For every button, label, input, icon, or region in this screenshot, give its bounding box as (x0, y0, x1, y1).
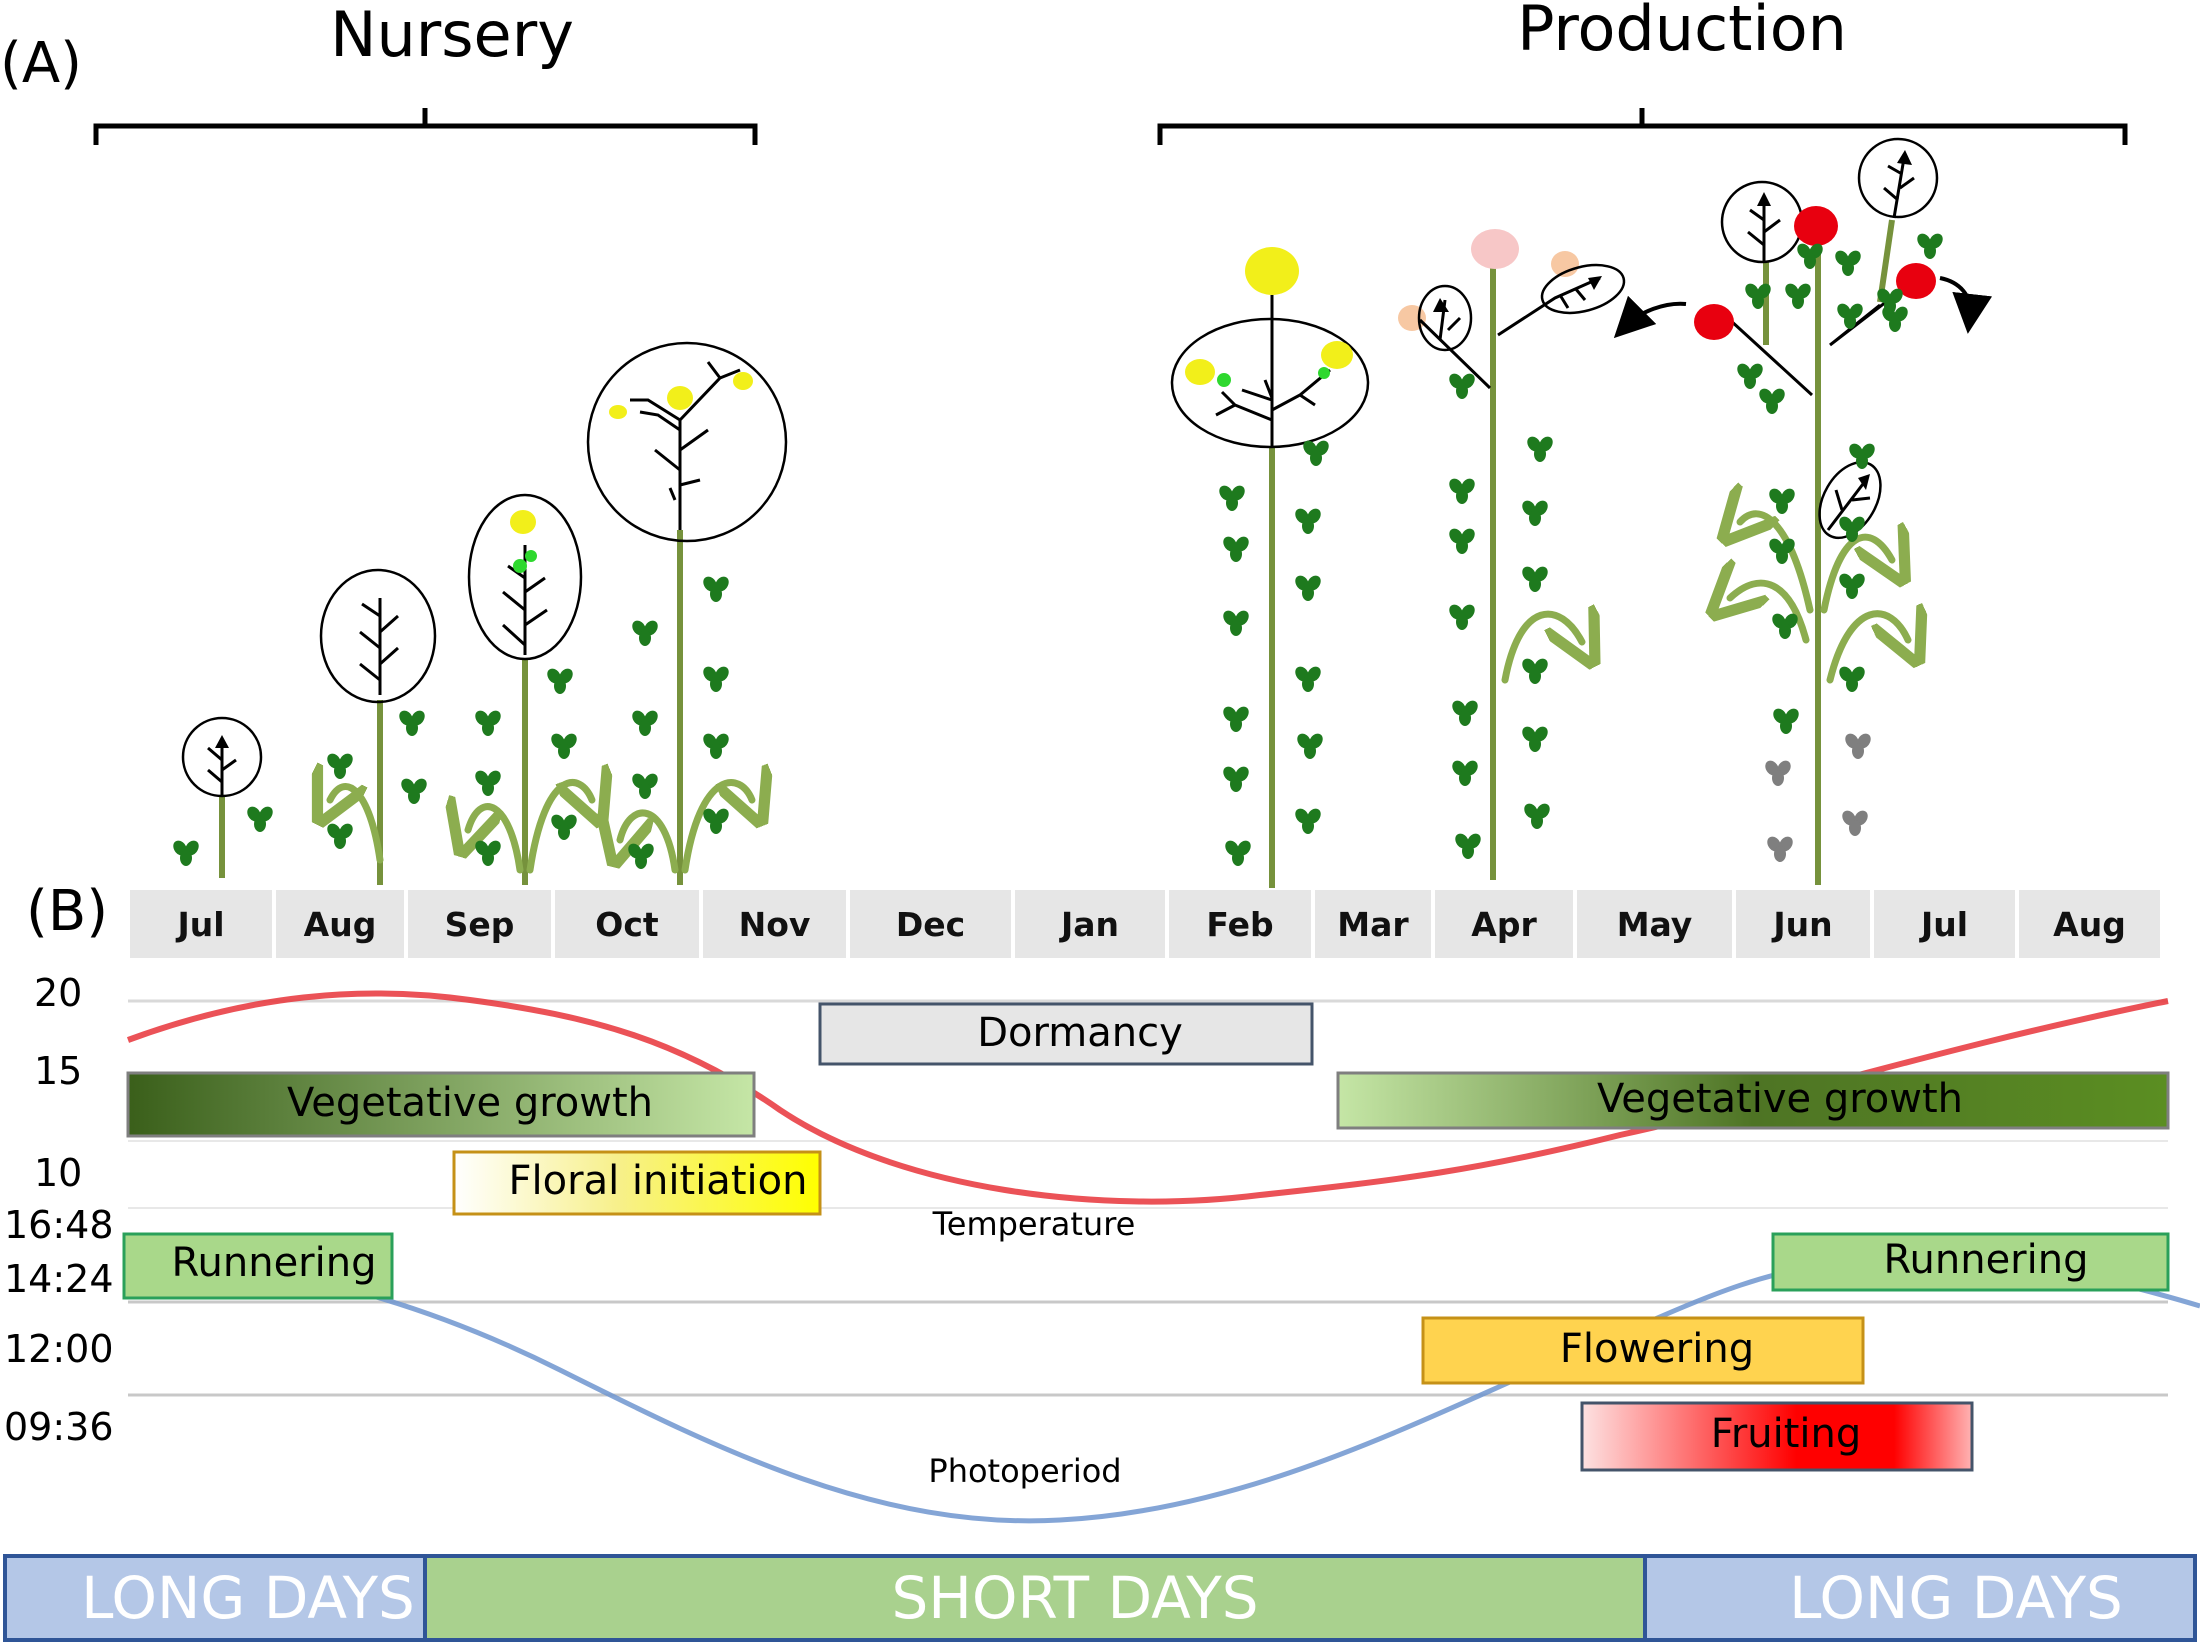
month-cell (850, 890, 1011, 958)
phase-veg1-label: Vegetative growth (287, 1080, 653, 1126)
phase-flowering-label: Flowering (1560, 1326, 1754, 1372)
plant-aug (321, 568, 437, 885)
plant-apr (1398, 229, 1626, 880)
panel-b-label: (B) (26, 879, 108, 944)
phase-dormancy: Dormancy (818, 1002, 1314, 1066)
temperature-label: Temperature (932, 1205, 1136, 1243)
month-label: Aug (304, 905, 377, 944)
month-label: Mar (1337, 905, 1409, 944)
month-cell (1169, 890, 1311, 958)
plant-jun (1613, 137, 1993, 885)
month-label: Jul (175, 905, 224, 944)
photoperiod-label: Photoperiod (928, 1452, 1121, 1490)
month-cell (1015, 890, 1165, 958)
phase-runnering-nursery: Runnering (122, 1232, 394, 1300)
month-cell (2019, 890, 2160, 958)
plant-oct (586, 341, 788, 885)
month-label: Oct (595, 905, 659, 944)
phase-run2-label: Runnering (1884, 1237, 2089, 1283)
month-label: Feb (1206, 905, 1273, 944)
phase-floral-initiation: Floral initiation (452, 1150, 822, 1216)
band-short-days (423, 1554, 1647, 1642)
phase-veg2-label: Vegetative growth (1597, 1076, 1963, 1122)
month-cell (1874, 890, 2015, 958)
day-length-bar: LONG DAYS SHORT DAYS LONG DAYS (3, 1554, 2197, 1642)
month-cell (1315, 890, 1431, 958)
y-ticks: 20 15 10 16:48 14:24 12:00 09:36 (4, 971, 114, 1449)
phase-flowering: Flowering (1421, 1316, 1865, 1385)
month-label: May (1617, 905, 1693, 944)
month-cell (1736, 890, 1870, 958)
tick-photo-1648: 16:48 (4, 1203, 114, 1247)
month-label: Apr (1471, 905, 1537, 944)
phase-vegetative-growth-production: Vegetative growth (1336, 1071, 2170, 1130)
month-label: Dec (896, 905, 965, 944)
phase-fruiting-label: Fruiting (1711, 1411, 1862, 1457)
band-long-days-1 (3, 1554, 427, 1642)
band-long-days-1-label: LONG DAYS (81, 1564, 415, 1632)
tick-photo-1200: 12:00 (4, 1327, 114, 1371)
month-label: Sep (445, 905, 515, 944)
month-cell (555, 890, 699, 958)
band-long-days-2 (1643, 1554, 2197, 1642)
month-cell (408, 890, 551, 958)
phase-dormancy-label: Dormancy (977, 1010, 1183, 1056)
month-cell (276, 890, 404, 958)
tick-photo-1424: 14:24 (4, 1257, 114, 1301)
month-cell (1577, 890, 1732, 958)
plant-feb (1170, 247, 1370, 888)
month-bar: Jul Aug Sep Oct Nov Dec Jan Feb Mar Apr May Jun Jul A… (130, 890, 2160, 958)
panel-a-label: (A) (0, 31, 82, 96)
production-title: Production (1517, 0, 1847, 65)
production-bracket (1157, 108, 2128, 145)
band-short-days-label: SHORT DAYS (891, 1564, 1258, 1632)
tick-photo-0936: 09:36 (4, 1405, 114, 1449)
phase-floral-label: Floral initiation (509, 1158, 808, 1204)
month-label: Nov (739, 905, 811, 944)
plant-jul (170, 716, 276, 878)
tick-temp-20: 20 (34, 971, 82, 1015)
nursery-bracket (93, 108, 758, 145)
month-label: Jan (1059, 905, 1119, 944)
month-cell (1435, 890, 1573, 958)
month-cell (703, 890, 846, 958)
phase-runnering-production: Runnering (1771, 1232, 2170, 1292)
month-cell (130, 890, 272, 958)
nursery-title: Nursery (330, 0, 574, 71)
tick-temp-15: 15 (34, 1049, 82, 1093)
phase-fruiting: Fruiting (1580, 1401, 1974, 1472)
phase-run1-label: Runnering (172, 1240, 377, 1286)
tick-temp-10: 10 (34, 1151, 82, 1195)
month-label: Jun (1771, 905, 1832, 944)
month-label: Aug (2053, 905, 2126, 944)
plant-sep (468, 493, 592, 885)
month-label: Jul (1919, 905, 1968, 944)
band-long-days-2-label: LONG DAYS (1789, 1564, 2123, 1632)
phase-vegetative-growth-nursery: Vegetative growth (126, 1071, 756, 1138)
